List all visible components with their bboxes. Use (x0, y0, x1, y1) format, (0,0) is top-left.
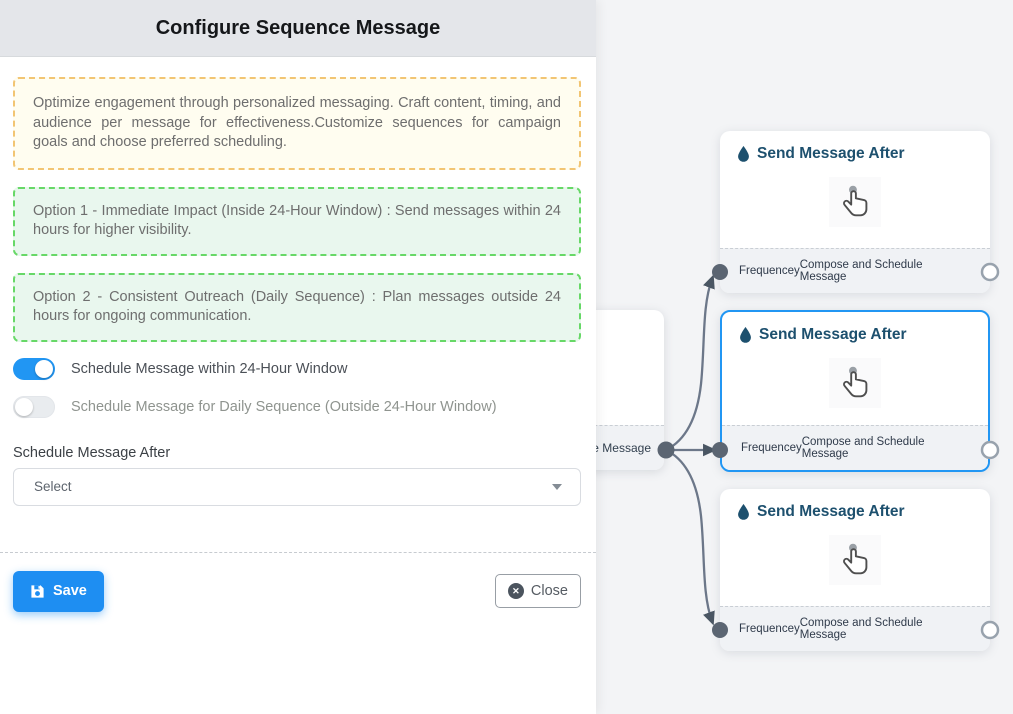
close-icon: ✕ (507, 583, 524, 599)
node-footer-frequency[interactable]: Frequencey (739, 623, 800, 635)
target-handle-1[interactable] (712, 264, 728, 280)
drag-hint (829, 535, 881, 585)
select-value: Select (34, 479, 72, 494)
option-1-note: Option 1 - Immediate Impact (Inside 24-H… (13, 186, 581, 256)
info-note: Optimize engagement through personalized… (13, 77, 581, 170)
toggle-knob (35, 359, 53, 378)
divider (0, 551, 596, 553)
node-footer: Frequencey Compose and Schedule Message (720, 248, 990, 293)
hand-pointer-icon (843, 543, 868, 575)
node-footer: Frequencey Compose and Schedule Message (720, 606, 990, 651)
node-footer-frequency[interactable]: Frequencey (741, 442, 802, 454)
toggle-daily-label: Schedule Message for Daily Sequence (Out… (71, 398, 497, 415)
schedule-after-select[interactable]: Select (13, 467, 581, 506)
node-send-message-after-1[interactable]: Send Message After Frequencey Compose an… (720, 131, 990, 293)
node-title: Send Message After (757, 503, 905, 520)
source-node-footer: ce Message (584, 425, 664, 470)
node-title-row: Send Message After (720, 489, 990, 521)
target-handle-3[interactable] (712, 622, 728, 638)
chevron-down-icon (552, 483, 562, 490)
droplet-icon (740, 327, 751, 343)
toggle-24hr-label: Schedule Message within 24-Hour Window (71, 360, 348, 377)
toggle-knob (15, 397, 33, 416)
toggle-daily-sequence[interactable] (13, 395, 55, 418)
node-title-row: Send Message After (722, 312, 988, 344)
source-handle[interactable] (657, 441, 675, 459)
node-send-message-after-3[interactable]: Send Message After Frequencey Compose an… (720, 489, 990, 651)
toggle-row-daily: Schedule Message for Daily Sequence (Out… (13, 395, 581, 418)
edge-to-node-1 (664, 274, 715, 452)
page-title: Configure Sequence Message (155, 16, 441, 39)
node-footer: Frequencey Compose and Schedule Message (722, 425, 988, 470)
edge-to-node-3 (664, 448, 715, 626)
panel-header: Configure Sequence Message (0, 0, 596, 57)
option-2-text: Option 2 - Consistent Outreach (Daily Se… (33, 288, 561, 325)
node-footer-frequency[interactable]: Frequencey (739, 265, 800, 277)
save-button-label: Save (53, 583, 87, 599)
hand-pointer-icon (843, 366, 868, 398)
droplet-icon (738, 146, 749, 162)
select-label: Schedule Message After (13, 444, 171, 461)
drag-hint (829, 358, 881, 408)
option-1-text: Option 1 - Immediate Impact (Inside 24-H… (33, 202, 561, 239)
node-send-message-after-2[interactable]: Send Message After Frequencey Compose an… (720, 310, 990, 472)
target-handle-2[interactable] (712, 442, 728, 458)
node-footer-compose[interactable]: Compose and Schedule Message (799, 259, 923, 283)
node-title: Send Message After (759, 326, 907, 343)
output-handle-3[interactable] (980, 620, 1000, 640)
output-handle-2[interactable] (980, 440, 1000, 460)
node-footer-compose[interactable]: Compose and Schedule Message (801, 436, 925, 460)
close-button-label: Close (530, 583, 568, 599)
option-2-note: Option 2 - Consistent Outreach (Daily Se… (13, 272, 581, 342)
droplet-icon (738, 504, 749, 520)
toggle-24hr-window[interactable] (13, 357, 55, 380)
source-node-partial[interactable]: ce Message (584, 310, 664, 470)
configure-sequence-panel: Configure Sequence Message Optimize enga… (0, 0, 596, 714)
save-icon (31, 584, 44, 598)
node-title-row: Send Message After (720, 131, 990, 163)
save-button[interactable]: Save (13, 570, 104, 612)
close-button[interactable]: ✕ Close (494, 574, 581, 608)
hand-pointer-icon (843, 185, 868, 217)
footer-actions: Save ✕ Close (13, 570, 581, 612)
info-note-text: Optimize engagement through personalized… (33, 95, 561, 150)
node-title: Send Message After (757, 145, 905, 162)
panel-body: Optimize engagement through personalized… (0, 57, 596, 612)
toggle-row-24hr: Schedule Message within 24-Hour Window (13, 357, 581, 380)
drag-hint (829, 177, 881, 227)
node-footer-compose[interactable]: Compose and Schedule Message (799, 617, 923, 641)
output-handle-1[interactable] (980, 262, 1000, 282)
source-node-footer-label: ce Message (586, 441, 651, 455)
